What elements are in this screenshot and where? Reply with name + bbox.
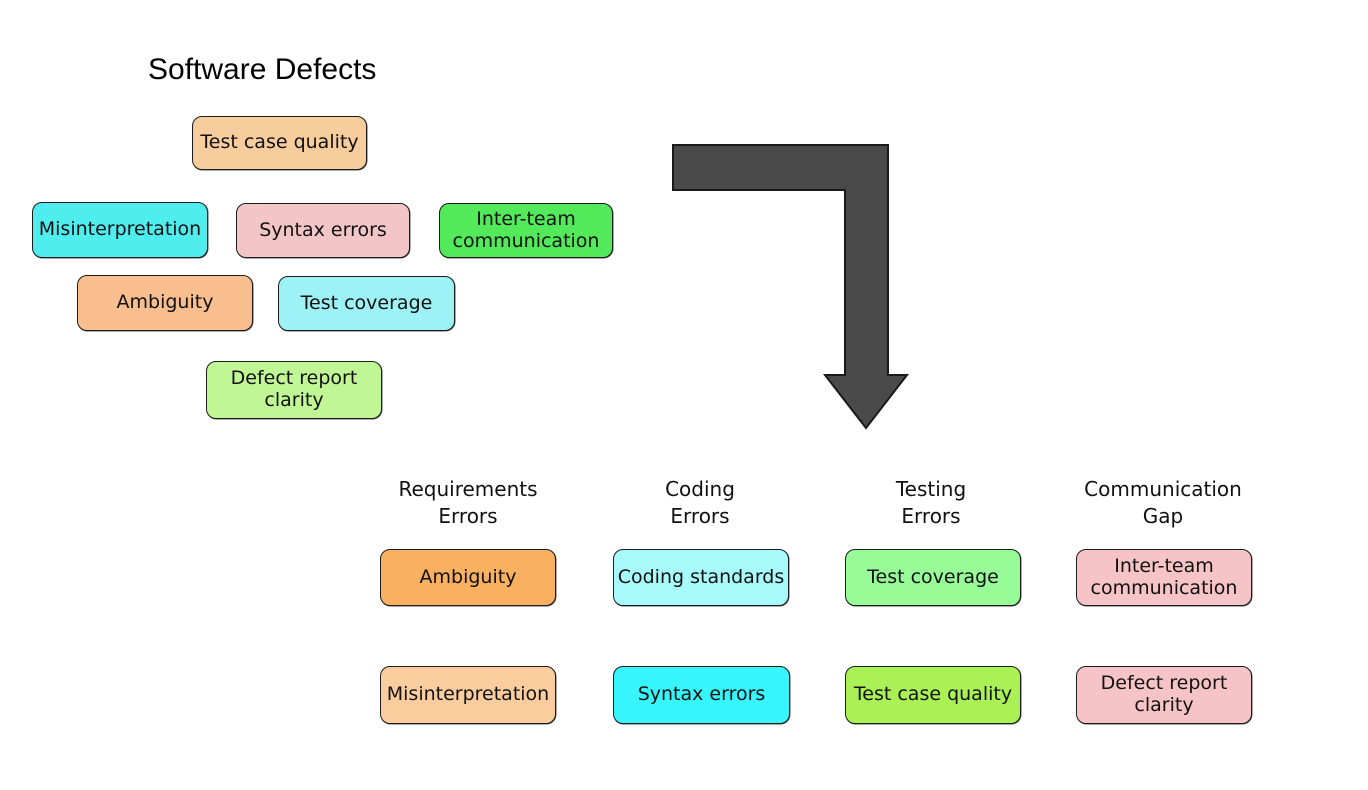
column-header-requirements-errors: Requirements Errors <box>398 477 538 528</box>
grouped-card-test-case-quality: Test case quality <box>845 666 1021 724</box>
grouped-card-test-coverage: Test coverage <box>845 549 1021 606</box>
flow-arrow-shape <box>672 144 910 430</box>
column-header-testing-errors: Testing Errors <box>895 477 967 528</box>
grouped-card-misinterpretation: Misinterpretation <box>380 666 556 724</box>
scatter-card-misinterpretation: Misinterpretation <box>32 202 208 258</box>
column-header-communication-gap: Communication Gap <box>1084 477 1242 528</box>
scatter-card-test-coverage: Test coverage <box>278 276 455 331</box>
diagram-title: Software Defects <box>148 53 377 86</box>
scatter-card-inter-team-communication: Inter-team communication <box>439 203 613 258</box>
grouped-card-syntax-errors: Syntax errors <box>613 666 790 724</box>
grouped-card-defect-report-clarity: Defect report clarity <box>1076 666 1252 724</box>
grouped-card-inter-team-communication: Inter-team communication <box>1076 549 1252 606</box>
grouped-card-coding-standards: Coding standards <box>613 549 789 606</box>
scatter-card-syntax-errors: Syntax errors <box>236 203 410 258</box>
grouped-card-ambiguity: Ambiguity <box>380 549 556 606</box>
scatter-card-ambiguity: Ambiguity <box>77 275 253 331</box>
scatter-card-defect-report-clarity: Defect report clarity <box>206 361 382 419</box>
scatter-card-test-case-quality: Test case quality <box>192 116 367 170</box>
column-header-coding-errors: Coding Errors <box>665 477 735 528</box>
